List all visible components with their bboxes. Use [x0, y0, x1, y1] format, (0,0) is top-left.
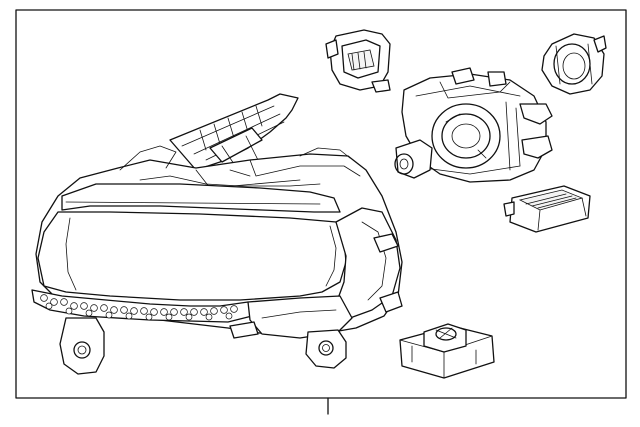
ballast-socket: [325, 29, 391, 93]
projector-module: [394, 67, 553, 183]
headlamp-assembly: [31, 93, 403, 375]
dust-cap: [541, 33, 607, 95]
diagram-frame: [15, 9, 627, 415]
control-module: [503, 185, 591, 233]
led-driver-module: [399, 323, 495, 379]
